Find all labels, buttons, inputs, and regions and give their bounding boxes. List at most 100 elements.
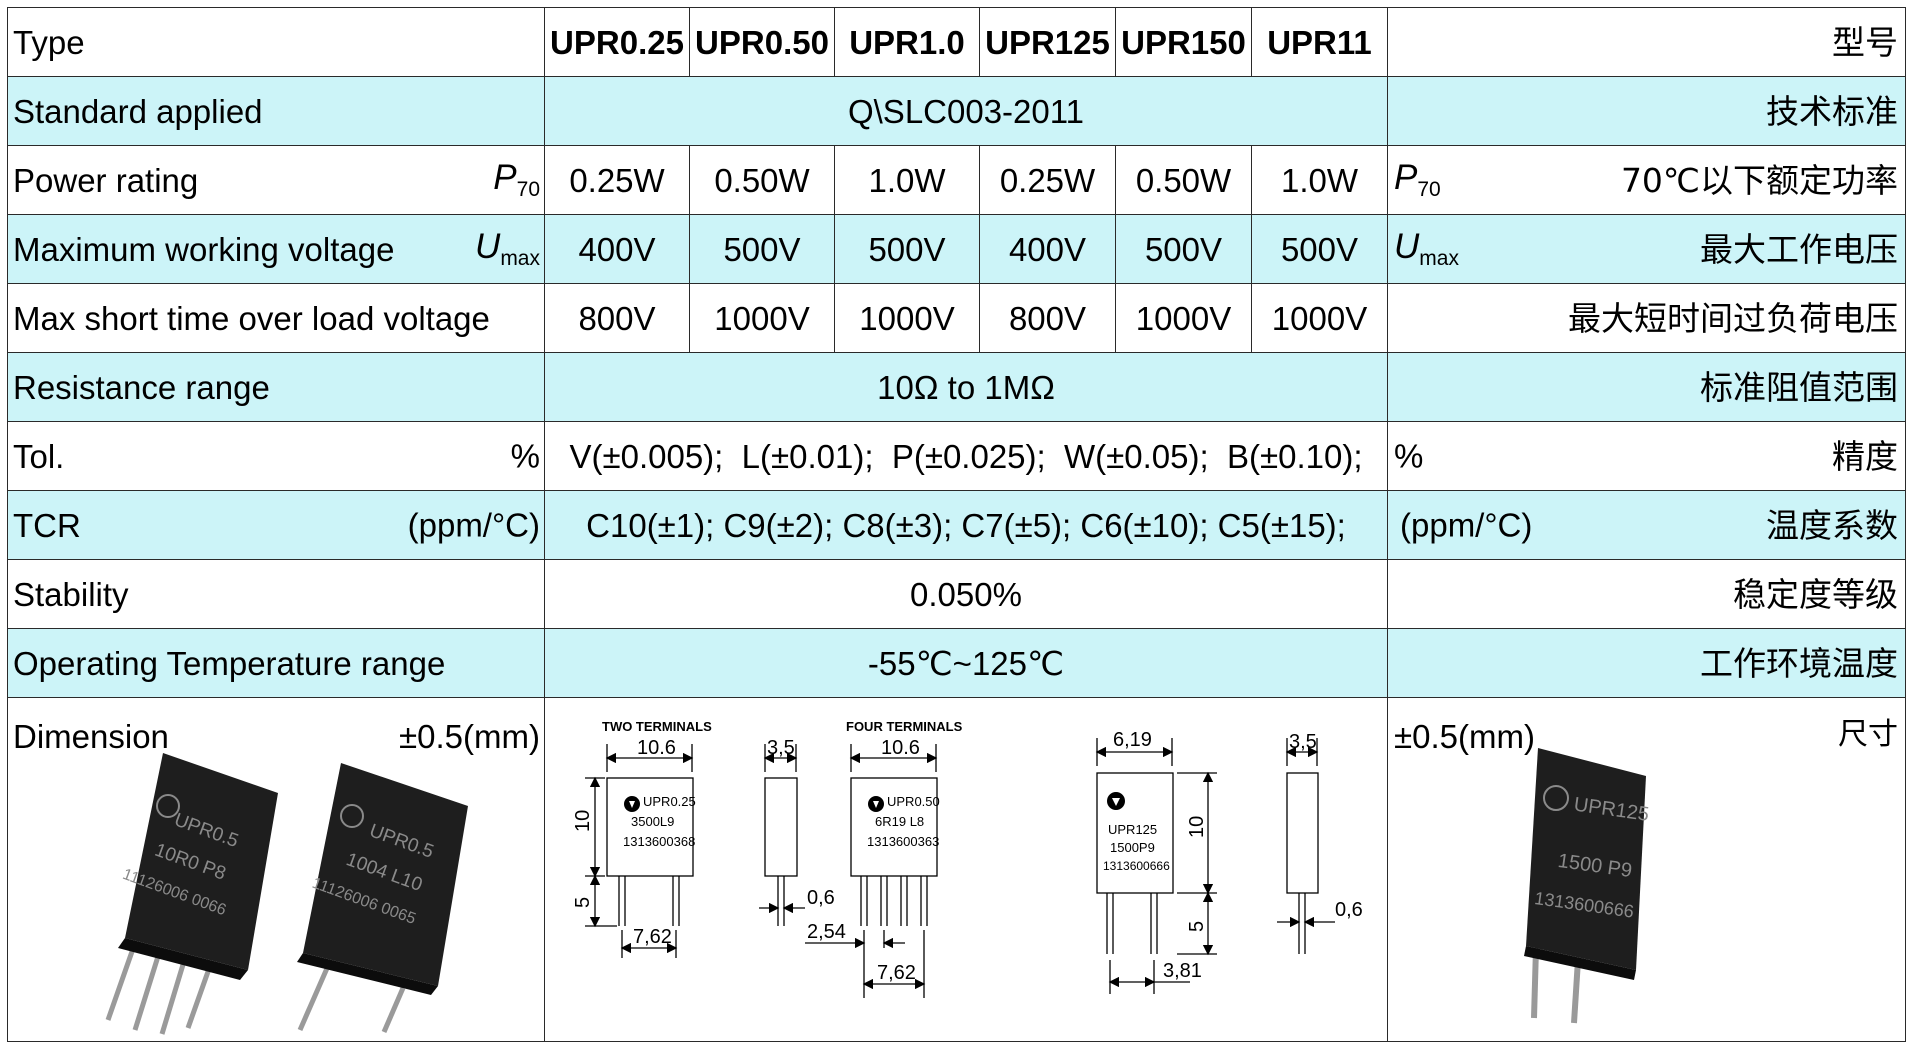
voltage-symbol-cn: Umax [1394, 227, 1459, 270]
voltage-label-cell: Maximum working voltage Umax [7, 214, 545, 284]
voltage-value: 400V [979, 214, 1116, 284]
voltage-value: 500V [1115, 214, 1252, 284]
row-tcr: TCR (ppm/°C) C10(±1); C9(±2); C8(±3); C7… [7, 490, 1906, 560]
svg-text:0,6: 0,6 [1335, 899, 1363, 921]
svg-text:7,62: 7,62 [877, 962, 916, 984]
svg-text:3,5: 3,5 [1289, 731, 1317, 753]
model-header: UPR1.0 [834, 7, 980, 77]
dimension-tol: ±0.5(mm) [399, 718, 540, 755]
svg-text:3,81: 3,81 [1163, 960, 1202, 982]
overload-value: 800V [544, 283, 690, 353]
overload-label: Max short time over load voltage [7, 283, 545, 353]
tol-cn: 精度 [1832, 436, 1898, 476]
power-value: 0.50W [689, 145, 835, 215]
stability-cn: 稳定度等级 [1387, 559, 1906, 629]
row-overload: Max short time over load voltage 800V 10… [7, 283, 1906, 353]
svg-text:1313600368: 1313600368 [623, 834, 695, 849]
tcr-value: C10(±1); C9(±2); C8(±3); C7(±5); C6(±10)… [544, 490, 1388, 560]
tcr-cn-cell: (ppm/°C) 温度系数 [1387, 490, 1906, 560]
voltage-symbol: Umax [475, 227, 540, 270]
svg-text:7,62: 7,62 [633, 926, 672, 948]
overload-value: 1000V [834, 283, 980, 353]
row-dimension: Dimension ±0.5(mm) UPR0.5 10R0 P8 1112 [7, 697, 1906, 1042]
temp-label: Operating Temperature range [7, 628, 545, 698]
voltage-value: 500V [1251, 214, 1388, 284]
power-value: 0.25W [979, 145, 1116, 215]
power-value: 0.50W [1115, 145, 1252, 215]
voltage-cn: 最大工作电压 [1700, 229, 1898, 269]
tol-unit-cn: % [1394, 437, 1424, 475]
svg-text:10: 10 [572, 810, 594, 832]
tcr-label-cell: TCR (ppm/°C) [7, 490, 545, 560]
svg-text:5: 5 [572, 897, 594, 908]
voltage-value: 500V [834, 214, 980, 284]
dimension-label: Dimension [13, 718, 169, 755]
standard-value: Q\SLC003-2011 [544, 76, 1388, 146]
svg-text:UPR0.25: UPR0.25 [643, 794, 696, 809]
overload-value: 1000V [1115, 283, 1252, 353]
resistor-photo-right: UPR125 1500 P9 1313600666 [1524, 748, 1650, 1024]
dimension-cn-cell: ±0.5(mm) 尺寸 UPR125 1500 P9 1313600666 [1387, 697, 1906, 1042]
power-symbol: P70 [493, 158, 540, 201]
svg-text:UPR125: UPR125 [1108, 822, 1157, 837]
type-label: Type [7, 7, 545, 77]
svg-text:0,6: 0,6 [807, 887, 835, 909]
overload-value: 1000V [689, 283, 835, 353]
resistor-photo-four-lead: UPR0.5 10R0 P8 11126006 0066 [105, 753, 278, 1035]
stability-value: 0.050% [544, 559, 1388, 629]
svg-text:10.6: 10.6 [637, 737, 676, 759]
svg-text:UPR0.50: UPR0.50 [887, 794, 940, 809]
resistor-photos-left: UPR0.5 10R0 P8 11126006 0066 UPR0.5 [105, 753, 468, 1035]
svg-text:10: 10 [1186, 816, 1208, 838]
row-power: Power rating P70 0.25W 0.50W 1.0W 0.25W … [7, 145, 1906, 215]
tol-label: Tol. [13, 437, 65, 475]
stability-label: Stability [7, 559, 545, 629]
svg-text:1313600363: 1313600363 [867, 834, 939, 849]
overload-value: 800V [979, 283, 1116, 353]
temp-value: -55℃~125℃ [544, 628, 1388, 698]
tol-cn-cell: % 精度 [1387, 421, 1906, 491]
voltage-cn-cell: Umax 最大工作电压 [1387, 214, 1906, 284]
drawing-upr125: 6,19 10 5 3,81 [1095, 729, 1363, 994]
dimension-tol-right: ±0.5(mm) [1394, 718, 1535, 755]
svg-text:2,54: 2,54 [807, 921, 846, 943]
row-tolerance: Tol. % V(±0.005); L(±0.01); P(±0.025); W… [7, 421, 1906, 491]
model-header: UPR150 [1115, 7, 1252, 77]
svg-text:1313600666: 1313600666 [1103, 859, 1170, 873]
drawing-four-terminals: FOUR TERMINALS 10.6 2,54 7,62 [805, 719, 963, 998]
svg-text:6,19: 6,19 [1113, 729, 1152, 751]
model-header: UPR125 [979, 7, 1116, 77]
standard-label: Standard applied [7, 76, 545, 146]
power-value: 1.0W [1251, 145, 1388, 215]
model-header: UPR11 [1251, 7, 1388, 77]
resistance-label: Resistance range [7, 352, 545, 422]
tcr-label: TCR [13, 506, 81, 544]
svg-text:10.6: 10.6 [881, 737, 920, 759]
tol-label-cell: Tol. % [7, 421, 545, 491]
voltage-label: Maximum working voltage [13, 230, 395, 268]
tol-value: V(±0.005); L(±0.01); P(±0.025); W(±0.05)… [544, 421, 1388, 491]
tcr-cn: 温度系数 [1766, 505, 1898, 545]
dimension-cn: 尺寸 [1838, 717, 1898, 752]
svg-text:3500L9: 3500L9 [631, 814, 674, 829]
row-resistance: Resistance range 10Ω to 1MΩ 标准阻值范围 [7, 352, 1906, 422]
power-cn-cell: P70 70℃以下额定功率 [1387, 145, 1906, 215]
overload-value: 1000V [1251, 283, 1388, 353]
dimension-drawings-cell: TWO TERMINALS 10.6 10 5 7,62 [544, 697, 1388, 1042]
power-cn: 70℃以下额定功率 [1620, 160, 1898, 200]
dimension-label-cell: Dimension ±0.5(mm) UPR0.5 10R0 P8 1112 [7, 697, 545, 1042]
resistance-cn: 标准阻值范围 [1387, 352, 1906, 422]
resistor-photo-two-lead: UPR0.5 1004 L10 11126006 0065 [297, 763, 468, 1033]
power-symbol-cn: P70 [1394, 158, 1441, 201]
svg-text:TWO TERMINALS: TWO TERMINALS [602, 719, 712, 734]
svg-text:FOUR TERMINALS: FOUR TERMINALS [846, 719, 963, 734]
svg-text:3,5: 3,5 [767, 737, 795, 759]
row-standard: Standard applied Q\SLC003-2011 技术标准 [7, 76, 1906, 146]
resistance-value: 10Ω to 1MΩ [544, 352, 1388, 422]
power-value: 0.25W [544, 145, 690, 215]
power-value: 1.0W [834, 145, 980, 215]
type-cn: 型号 [1387, 7, 1906, 77]
svg-text:6R19 L8: 6R19 L8 [875, 814, 924, 829]
tcr-unit: (ppm/°C) [407, 506, 540, 544]
